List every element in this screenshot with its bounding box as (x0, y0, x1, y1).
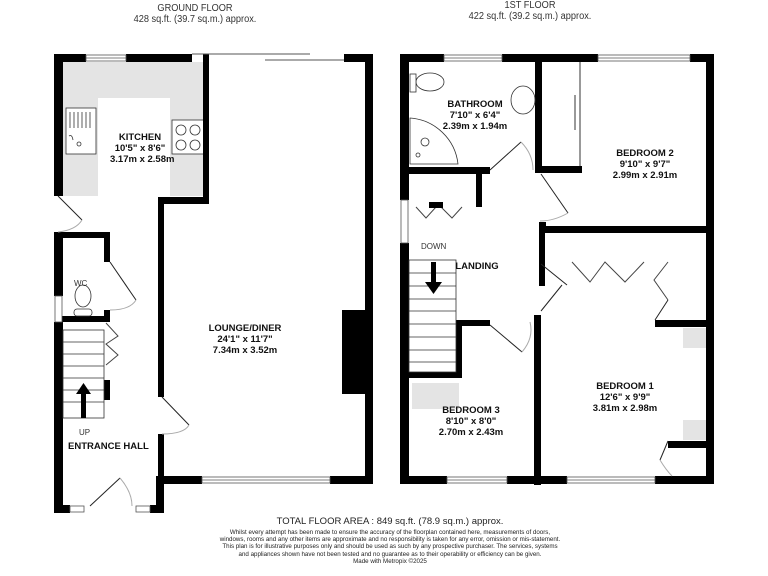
bedroom2-wardrobe (574, 62, 581, 166)
room-dimensions-imperial: 24'1" x 11'7" (217, 334, 273, 345)
ground-floor-doors (57, 195, 190, 507)
stairs-up-label: UP (79, 428, 91, 437)
disclaimer-text: Whilst every attempt has been made to en… (219, 529, 561, 558)
room-dimensions-metric: 7.34m x 3.52m (212, 345, 278, 356)
room-name: BEDROOM 1 (596, 381, 654, 392)
room-dimensions-metric: 3.17m x 2.58m (110, 154, 175, 165)
bathroom-fixtures (409, 72, 536, 165)
room-name: KITCHEN (118, 132, 162, 143)
first-floor-header: 1ST FLOOR 422 sq.ft. (39.2 sq.m.) approx… (410, 0, 649, 22)
first-floor-title: 1ST FLOOR (504, 0, 556, 11)
room-name: LANDING (455, 261, 499, 272)
first-floor-windows (400, 54, 691, 484)
stairs-down-label: DOWN (421, 242, 447, 251)
total-floor-area: TOTAL FLOOR AREA : 849 sq.ft. (78.9 sq.m… (276, 516, 504, 527)
ground-floor-header: GROUND FLOOR 428 sq.ft. (39.7 sq.m.) app… (103, 3, 287, 25)
room-name: BEDROOM 3 (442, 405, 500, 416)
room-label-entrance-hall: ENTRANCE HALL (68, 441, 158, 452)
room-label-bedroom-3: BEDROOM 3 8'10" x 8'0" 2.70m x 2.43m (436, 405, 506, 438)
kitchen-hob-icon (171, 119, 205, 155)
first-floor-fitted-units (412, 328, 707, 440)
room-name: LOUNGE/DINER (208, 323, 282, 334)
room-label-wc: WC (74, 279, 87, 288)
room-label-bedroom-2: BEDROOM 2 9'10" x 9'7" 2.99m x 2.91m (610, 148, 680, 181)
first-floor-walls (400, 54, 714, 485)
room-name: ENTRANCE HALL (68, 441, 149, 452)
room-label-lounge-diner: LOUNGE/DINER 24'1" x 11'7" 7.34m x 3.52m (200, 323, 290, 356)
room-label-kitchen: KITCHEN 10'5" x 8'6" 3.17m x 2.58m (110, 132, 175, 165)
room-dimensions-imperial: 8'10" x 8'0" (445, 416, 497, 427)
basin-icon (510, 85, 536, 115)
room-name: WC (74, 279, 88, 288)
room-dimensions-imperial: 12'6" x 9'9" (599, 392, 651, 403)
room-label-bathroom: BATHROOM 7'10" x 6'4" 2.39m x 1.94m (440, 99, 510, 132)
room-dimensions-metric: 3.81m x 2.98m (592, 403, 658, 414)
room-label-landing: LANDING (452, 261, 502, 272)
room-dimensions-metric: 2.70m x 2.43m (438, 427, 504, 438)
wc-toilet-icon (73, 284, 93, 317)
room-dimensions-imperial: 7'10" x 6'4" (449, 110, 501, 121)
lounge-sliding-door (192, 53, 344, 61)
first-floor-plan (400, 54, 714, 485)
shower-icon (409, 117, 459, 165)
first-floor-doors (415, 141, 673, 477)
ground-floor-plan (54, 53, 373, 513)
room-name: BATHROOM (447, 99, 503, 110)
ground-floor-windows (54, 54, 331, 513)
ground-floor-walls (54, 54, 373, 513)
room-name: BEDROOM 2 (616, 148, 674, 159)
room-dimensions-imperial: 10'5" x 8'6" (114, 143, 166, 154)
room-dimensions-metric: 2.39m x 1.94m (442, 121, 508, 132)
ground-floor-title: GROUND FLOOR (157, 3, 233, 14)
room-label-bedroom-1: BEDROOM 1 12'6" x 9'9" 3.81m x 2.98m (590, 381, 660, 414)
stairs-up-arrow-icon (76, 383, 91, 418)
room-dimensions-metric: 2.99m x 2.91m (612, 170, 678, 181)
floorplan-footer: TOTAL FLOOR AREA : 849 sq.ft. (78.9 sq.m… (200, 516, 580, 565)
toilet-icon (415, 72, 445, 92)
stairs-down-arrow-icon (425, 262, 442, 294)
ground-floor-area: 428 sq.ft. (39.7 sq.m.) approx. (133, 14, 257, 25)
made-with-credit: Made with Metropix ©2025 (353, 557, 427, 565)
room-dimensions-imperial: 9'10" x 9'7" (619, 159, 671, 170)
kitchen-sink-icon (65, 107, 97, 155)
first-floor-area: 422 sq.ft. (39.2 sq.m.) approx. (468, 11, 592, 22)
